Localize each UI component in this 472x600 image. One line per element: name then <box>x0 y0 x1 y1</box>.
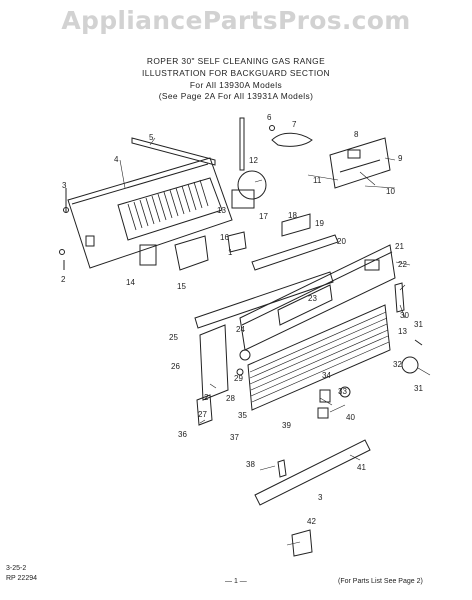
callout: 15 <box>177 282 186 291</box>
leader-lines <box>119 137 431 546</box>
callout: 23 <box>308 294 317 303</box>
callout: 4 <box>114 155 119 164</box>
callout: 3 <box>62 181 67 190</box>
clip-31 <box>414 339 423 346</box>
clip-18 <box>281 213 311 237</box>
control-panel-edge <box>339 159 381 173</box>
knob-32 <box>401 356 419 374</box>
vent-louvers <box>127 179 209 231</box>
control-display <box>347 149 361 159</box>
callout: 35 <box>238 411 247 420</box>
callout: 38 <box>246 460 255 469</box>
fastener-29 <box>236 368 244 376</box>
callout: 30 <box>400 311 409 320</box>
callout: 20 <box>337 237 346 246</box>
callout: 39 <box>282 421 291 430</box>
callout: 28 <box>226 394 235 403</box>
callout: 36 <box>178 430 187 439</box>
diagram-title-line-4: (See Page 2A For All 13931A Models) <box>158 91 314 101</box>
bracket-38 <box>277 459 287 478</box>
callout: 42 <box>307 517 316 526</box>
footer-note: (For Parts List See Page 2) <box>338 578 423 585</box>
callout: 1 <box>228 248 233 257</box>
callout: 40 <box>346 413 355 422</box>
front-control-panel <box>239 244 396 351</box>
callout: 29 <box>234 374 243 383</box>
screw-3 <box>63 207 69 213</box>
callout: 3 <box>318 493 323 502</box>
callout: 10 <box>386 187 395 196</box>
diagram-title-line-3: For All 13930A Models <box>189 80 283 90</box>
panel-bracket <box>85 235 95 247</box>
callout: 5 <box>149 133 154 142</box>
callout: 2 <box>61 275 66 284</box>
fastener-5 <box>269 125 275 131</box>
control-33 <box>339 386 351 398</box>
callout: 32 <box>393 360 402 369</box>
clip-16 <box>227 231 247 253</box>
callout: 27 <box>198 410 207 419</box>
panel-top-edge <box>71 163 209 205</box>
grille-lines <box>249 311 390 403</box>
timer-motor-housing <box>231 189 255 209</box>
panel-window-23 <box>277 284 333 326</box>
rear-backguard-panel <box>67 157 233 269</box>
side-bracket-22 <box>394 282 405 313</box>
grille-panel-28 <box>247 304 391 411</box>
callout: 8 <box>354 130 359 139</box>
callout: 31 <box>414 320 423 329</box>
callout: 21 <box>395 242 404 251</box>
side-support-26 <box>199 324 229 401</box>
bracket-15 <box>174 235 209 271</box>
rod-6 <box>239 117 245 171</box>
callout: 18 <box>288 211 297 220</box>
switch-34 <box>319 389 331 403</box>
top-trim-strip <box>131 137 216 166</box>
callout: 13 <box>398 327 407 336</box>
callout: 25 <box>169 333 178 342</box>
diagram-title-line-2: ILLUSTRATION FOR BACKGUARD SECTION <box>142 68 330 78</box>
bracket-42 <box>291 529 313 557</box>
callout: 7 <box>292 120 297 129</box>
callout: 17 <box>259 212 268 221</box>
knob-hardware-24 <box>239 349 251 361</box>
callout: 6 <box>267 113 272 122</box>
panel-indicator <box>364 259 380 271</box>
screw-2-upper <box>59 249 65 255</box>
footer-code-bottom: RP 22294 <box>6 575 38 582</box>
callout: 2 <box>204 393 209 402</box>
callout: 34 <box>322 371 331 380</box>
callout-labels: 1 2 2 3 3 4 5 6 7 8 9 10 11 12 13 13 14 … <box>61 113 423 526</box>
bottom-rail-41 <box>254 439 371 506</box>
callout: 26 <box>171 362 180 371</box>
callout: 41 <box>357 463 366 472</box>
timer-motor <box>237 170 267 200</box>
callout: 33 <box>338 387 347 396</box>
callout: 16 <box>220 233 229 242</box>
callout: 12 <box>249 156 258 165</box>
callout: 22 <box>398 260 407 269</box>
callout: 14 <box>126 278 135 287</box>
callout: 24 <box>236 325 245 334</box>
callout: 19 <box>315 219 324 228</box>
footer-code-top: 3-25-2 <box>6 565 27 572</box>
footer-page-marker: — 1 — <box>225 578 247 585</box>
long-bar-25 <box>194 271 334 329</box>
trim-rail-20 <box>251 234 339 271</box>
clip-27 <box>196 394 213 426</box>
callout: 9 <box>398 154 403 163</box>
panel-inner-edge <box>241 251 393 326</box>
wire-harness-7 <box>271 132 313 147</box>
control-panel-assembly <box>329 137 391 189</box>
callout: 37 <box>230 433 239 442</box>
diagram-title-line-1: ROPER 30" SELF CLEANING GAS RANGE <box>146 56 326 66</box>
vent-frame <box>117 177 223 241</box>
watermark-text: AppliancePartsPros.com <box>61 6 411 35</box>
callout: 11 <box>313 176 322 185</box>
switch-40 <box>317 407 329 419</box>
switch-14 <box>139 244 157 266</box>
callout: 13 <box>217 206 226 215</box>
callout: 31 <box>414 384 423 393</box>
